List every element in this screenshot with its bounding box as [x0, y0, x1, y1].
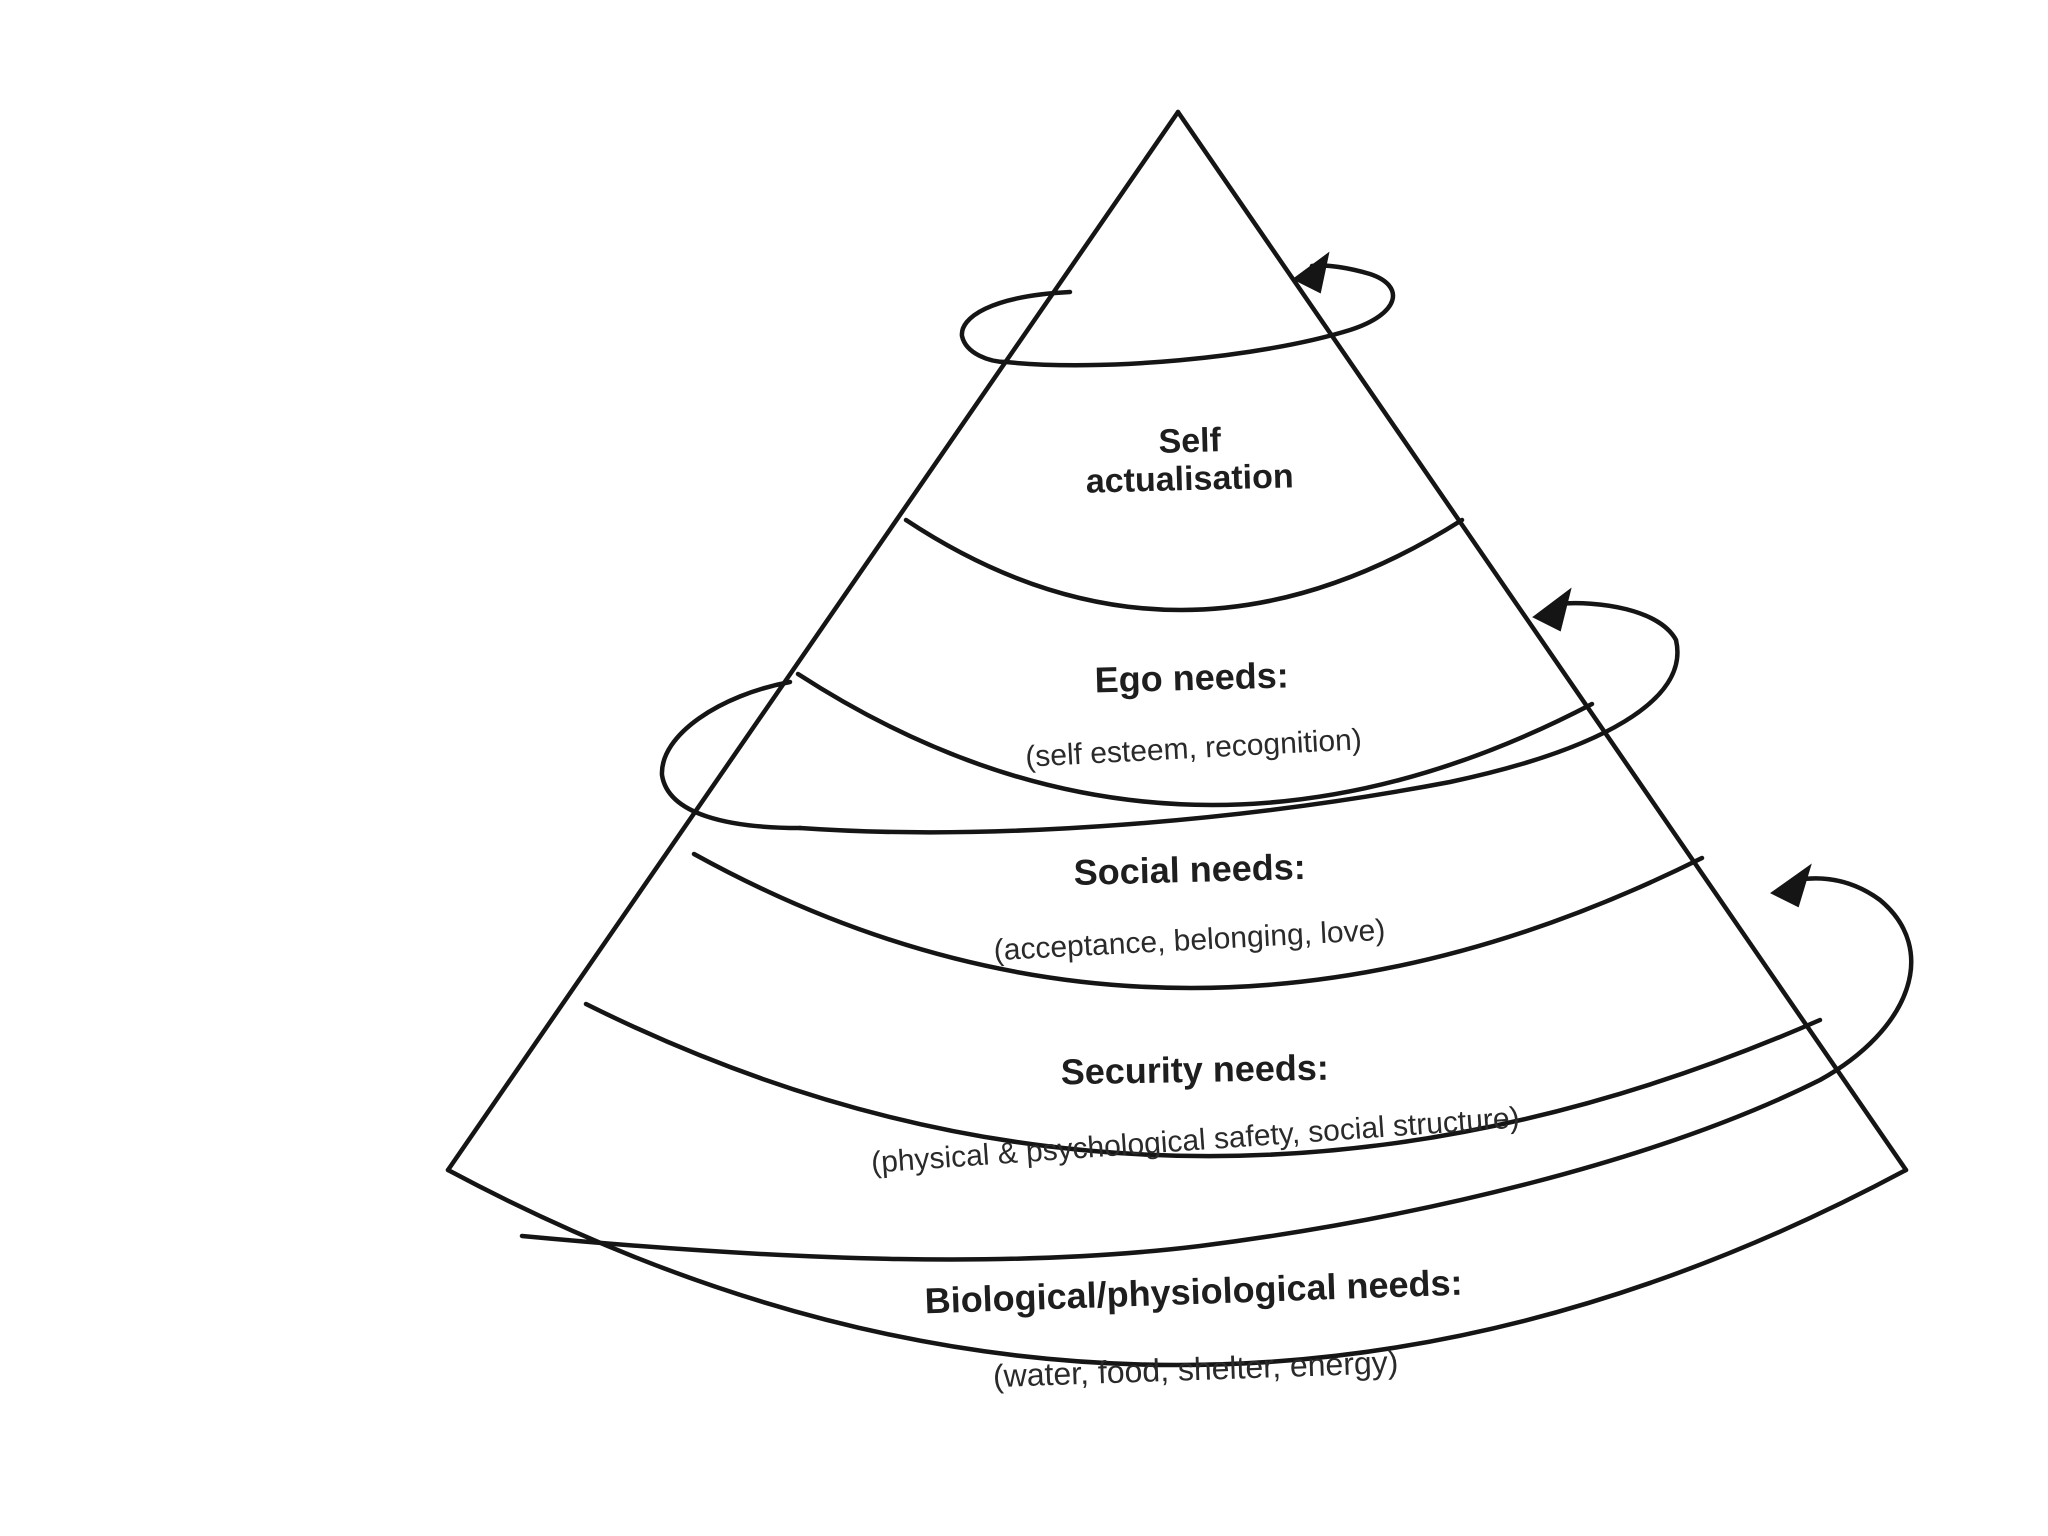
spiral-arrowhead-bottom	[1772, 866, 1810, 906]
self-actualisation-title-line1: Self	[1158, 421, 1222, 461]
spiral-arrowhead-middle	[1534, 590, 1570, 630]
biological-needs-title: Biological/physiological needs:	[924, 1262, 1463, 1322]
security-needs-detail: (physical & psychological safety, social…	[870, 1101, 1520, 1179]
cone-base-curve	[448, 1170, 1906, 1365]
self-actualisation-title-line2: actualisation	[1085, 457, 1294, 500]
ego-needs-detail: (self esteem, recognition)	[1024, 723, 1362, 774]
security-needs-title: Security needs:	[1060, 1047, 1329, 1093]
cone-right-edge	[1178, 112, 1906, 1170]
spiral-top-back	[962, 292, 1070, 362]
ego-needs-title: Ego needs:	[1094, 654, 1289, 700]
social-needs-detail: (acceptance, belonging, love)	[993, 914, 1386, 967]
spiral-middle-back	[662, 682, 800, 828]
self-actualisation-boundary	[906, 520, 1462, 610]
spiral-middle-loop	[800, 603, 1677, 832]
biological-needs-detail: (water, food, shelter, energy)	[992, 1344, 1399, 1394]
social-needs-title: Social needs:	[1073, 846, 1306, 893]
cone-left-edge	[448, 112, 1178, 1170]
